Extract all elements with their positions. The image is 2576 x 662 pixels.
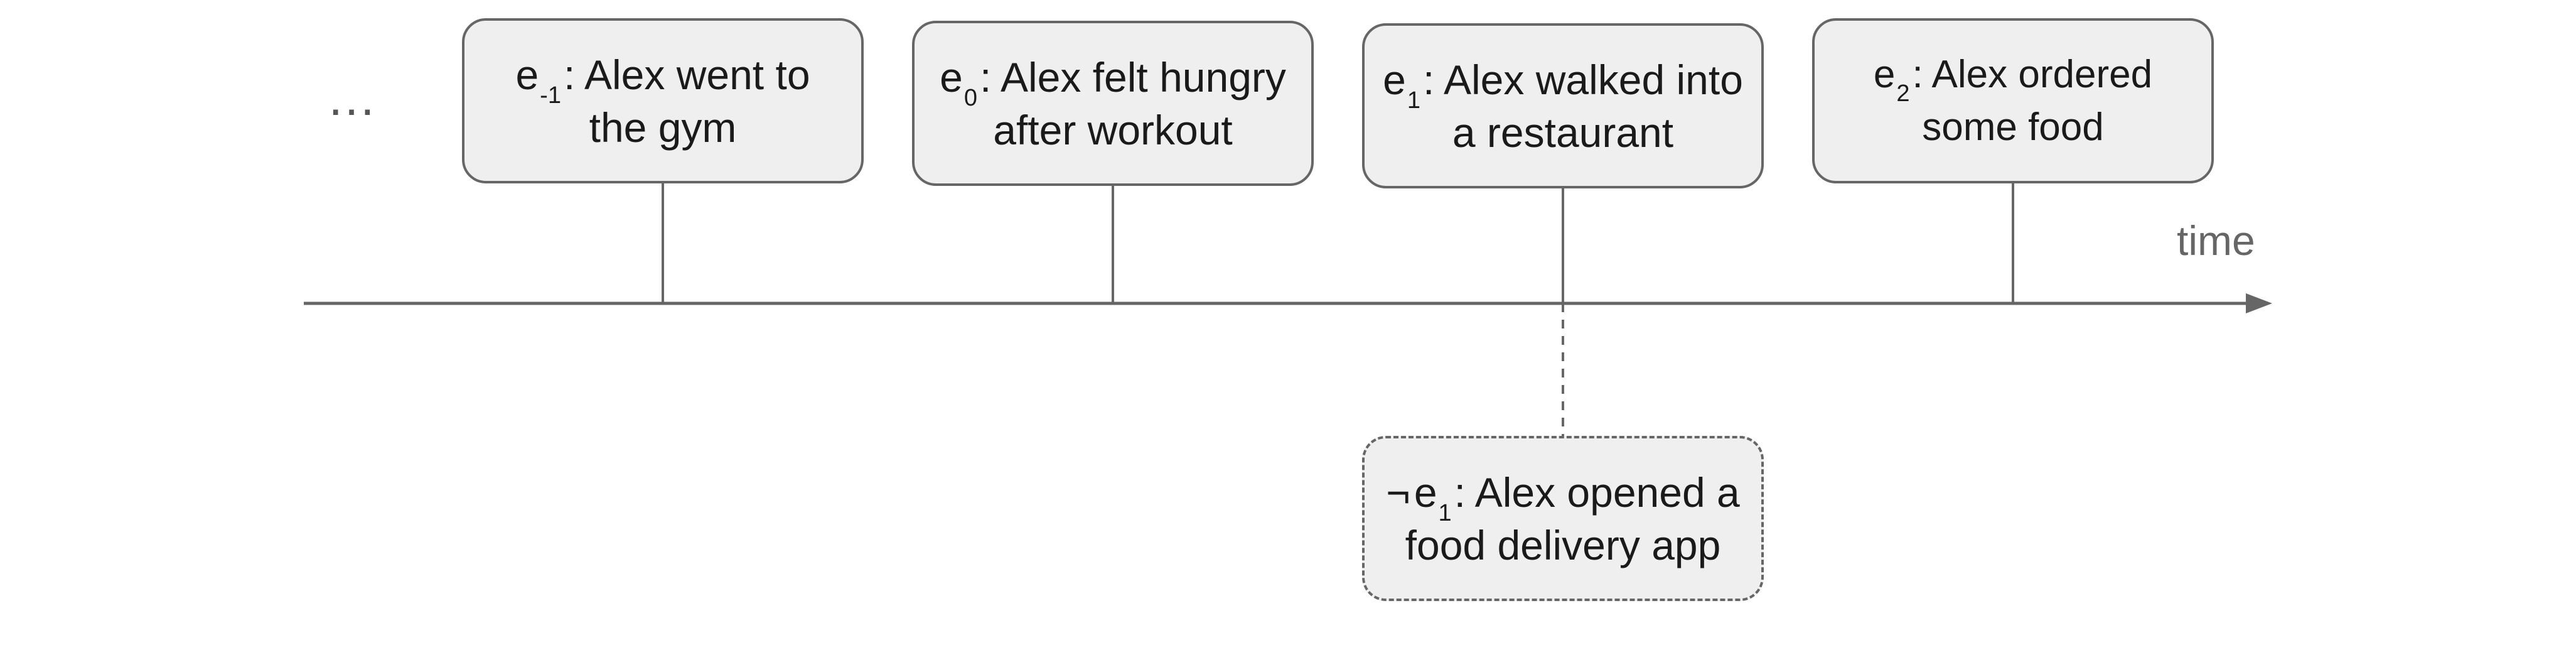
event-variable: e xyxy=(940,53,963,100)
event-subscript: -1 xyxy=(540,82,561,109)
negation-symbol: ¬ xyxy=(1386,469,1410,516)
event-subscript: 2 xyxy=(1896,80,1910,107)
event-variable: e xyxy=(1873,52,1896,96)
event-variable: e xyxy=(1414,469,1437,516)
event-box-e-1: e-1: Alex went to the gym xyxy=(462,18,864,183)
timeline-ellipsis: … xyxy=(326,70,380,126)
event-subscript: 1 xyxy=(1407,87,1420,114)
event-description: : Alex walked into a restaurant xyxy=(1422,56,1743,156)
counterfactual-event-box: ¬e1: Alex opened a food delivery app xyxy=(1362,436,1764,601)
event-box-e1: e1: Alex walked into a restaurant xyxy=(1362,23,1764,188)
counterfactual-label: ¬e1: Alex opened a food delivery app xyxy=(1382,466,1744,572)
event-label-e1: e1: Alex walked into a restaurant xyxy=(1382,53,1744,159)
event-box-e2: e2: Alex ordered some food xyxy=(1812,18,2214,183)
time-axis-arrowhead xyxy=(2246,293,2272,313)
event-label-e-1: e-1: Alex went to the gym xyxy=(482,48,844,154)
event-box-e0: e0: Alex felt hungry after workout xyxy=(912,21,1314,186)
event-variable: e xyxy=(1383,56,1406,103)
time-axis-label: time xyxy=(2177,217,2255,264)
event-description: : Alex went to the gym xyxy=(563,51,810,151)
event-subscript: 0 xyxy=(963,84,977,111)
event-description: : Alex opened a food delivery app xyxy=(1405,469,1740,568)
event-description: : Alex ordered some food xyxy=(1912,52,2153,149)
event-description: : Alex felt hungry after workout xyxy=(979,53,1286,153)
event-variable: e xyxy=(515,51,539,98)
event-label-e2: e2: Alex ordered some food xyxy=(1832,48,2194,154)
event-label-e0: e0: Alex felt hungry after workout xyxy=(932,51,1294,156)
